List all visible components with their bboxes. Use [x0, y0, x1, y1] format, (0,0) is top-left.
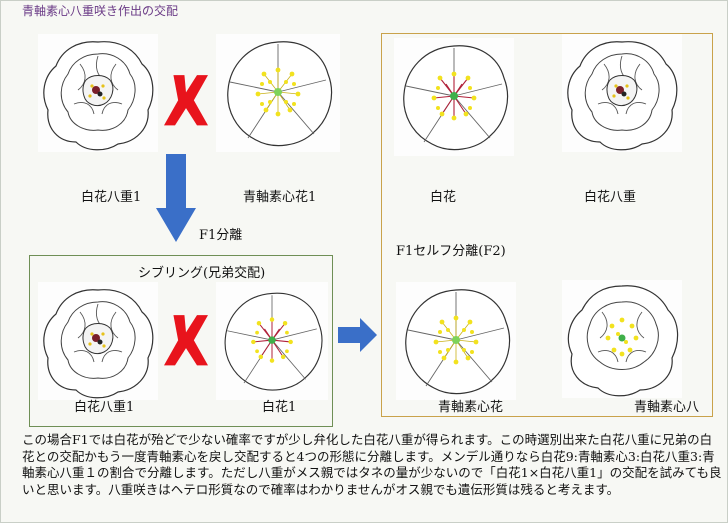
label-bottom-left: 白花八重1	[74, 400, 135, 415]
flower-white-single	[216, 282, 328, 400]
flower-f2-blue-stem	[396, 282, 516, 400]
label-sibling: シブリング(兄弟交配)	[138, 266, 266, 281]
flower-f2-white	[394, 38, 514, 156]
right-arrow-icon	[336, 318, 378, 352]
label-f2-white-double: 白花八重	[584, 190, 637, 205]
f2-result-box	[381, 33, 713, 417]
sibling-cross-box	[29, 255, 333, 427]
flower-blue-stem-top	[216, 34, 340, 152]
label-f2-self-separation: F1セルフ分離(F2)	[396, 244, 506, 259]
down-arrow-icon	[156, 152, 196, 244]
label-f1-separation: F1分離	[199, 228, 243, 243]
cross-icon-top	[164, 66, 208, 136]
flower-f2-white-double	[562, 34, 682, 152]
description-text: この場合F1では白花が殆どで少ない確率ですが少し弁化した白花八重が得られます。こ…	[22, 432, 722, 497]
label-top-left: 白花八重1	[81, 190, 142, 205]
flower-white-double-top	[38, 34, 158, 152]
label-f2-white: 白花	[430, 190, 457, 205]
cross-icon-bottom	[164, 306, 208, 376]
label-f2-blue-stem-double: 青軸素心八	[634, 400, 700, 415]
flower-f2-blue-stem-double	[562, 280, 682, 398]
diagram-title: 青軸素心八重咲き作出の交配	[22, 4, 179, 18]
label-top-right: 青軸素心花1	[243, 190, 317, 205]
flower-white-double-bottom	[38, 282, 158, 400]
label-bottom-right: 白花1	[262, 400, 297, 415]
label-f2-blue-stem: 青軸素心花	[438, 400, 504, 415]
